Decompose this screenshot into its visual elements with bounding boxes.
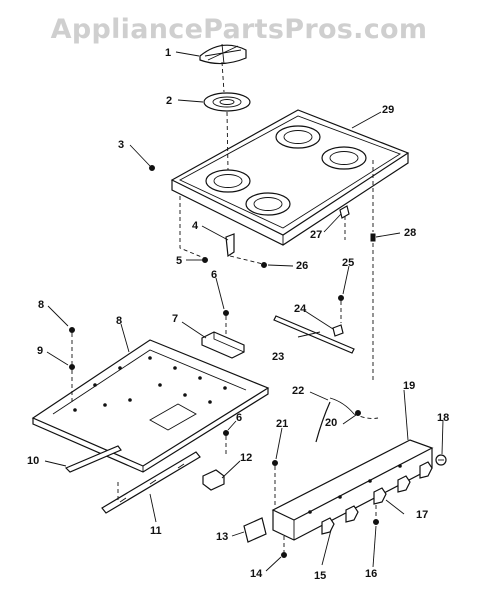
knob-18 — [435, 454, 447, 466]
burner-box-tray — [31, 339, 270, 473]
clip-24 — [332, 324, 344, 337]
callout-26: 26 — [296, 260, 308, 272]
callout-2: 2 — [166, 95, 172, 107]
screw-25 — [338, 295, 344, 323]
burner-cap — [199, 43, 247, 65]
panel-holes — [308, 464, 402, 514]
valve-fitting-12 — [202, 469, 225, 491]
callout-14: 14 — [250, 568, 263, 580]
callout-3: 3 — [118, 139, 124, 151]
callout-9: 9 — [37, 345, 43, 357]
control-panel-19 — [271, 439, 434, 541]
callout-6b: 6 — [236, 412, 242, 424]
knob-cluster-17 — [321, 461, 433, 535]
callout-labels: 1 2 3 4 5 6 6 7 8 8 9 10 11 12 13 14 15 … — [27, 47, 449, 582]
hinge-bracket — [225, 233, 235, 258]
alignment-lines-top — [179, 61, 374, 380]
callout-17: 17 — [416, 509, 428, 521]
alignment-lines-tray — [71, 316, 227, 456]
bracket-7 — [201, 331, 245, 359]
front-lip-10 — [64, 445, 122, 473]
callout-7: 7 — [172, 313, 178, 325]
tray-holes — [73, 356, 227, 412]
screw-21 — [272, 460, 278, 508]
screw-9-left — [69, 364, 75, 370]
screw-6-top — [223, 310, 229, 316]
callout-27: 27 — [310, 229, 322, 241]
burner-ring — [203, 92, 251, 112]
screw-14 — [281, 536, 287, 558]
callout-15: 15 — [314, 570, 326, 582]
callout-29: 29 — [382, 104, 394, 116]
callout-18: 18 — [437, 412, 449, 424]
callout-4: 4 — [192, 220, 199, 232]
callout-25: 25 — [342, 257, 354, 269]
callout-20: 20 — [325, 417, 337, 429]
callout-16: 16 — [365, 568, 377, 580]
callout-8b: 8 — [38, 299, 44, 311]
clip-27 — [339, 205, 350, 219]
callout-1: 1 — [165, 47, 171, 59]
callout-19: 19 — [403, 380, 415, 392]
callout-12: 12 — [240, 452, 252, 464]
callout-10: 10 — [27, 455, 39, 467]
callout-28: 28 — [404, 227, 416, 239]
callout-13: 13 — [216, 531, 228, 543]
callout-21: 21 — [276, 418, 288, 430]
screw-5 — [202, 257, 208, 263]
screw-16 — [373, 505, 379, 525]
screw-8-left — [69, 327, 75, 333]
spacer-28 — [370, 233, 376, 242]
leader-lines — [44, 51, 444, 572]
screw-6-mid — [223, 430, 229, 436]
watermark-logo: AppliancePartsPros.com — [50, 14, 428, 45]
support-rail-11 — [101, 451, 201, 514]
callout-6a: 6 — [211, 269, 217, 281]
callout-11: 11 — [150, 525, 162, 537]
callout-23: 23 — [272, 351, 284, 363]
screw-26 — [261, 262, 267, 268]
screw-20 — [355, 410, 361, 416]
heat-shield-strip-23 — [273, 315, 355, 354]
bezel-13 — [243, 517, 267, 543]
callout-24: 24 — [294, 303, 307, 315]
callout-22: 22 — [292, 385, 304, 397]
callout-5: 5 — [176, 255, 182, 267]
callout-8: 8 — [116, 315, 122, 327]
screw-3 — [149, 165, 155, 171]
